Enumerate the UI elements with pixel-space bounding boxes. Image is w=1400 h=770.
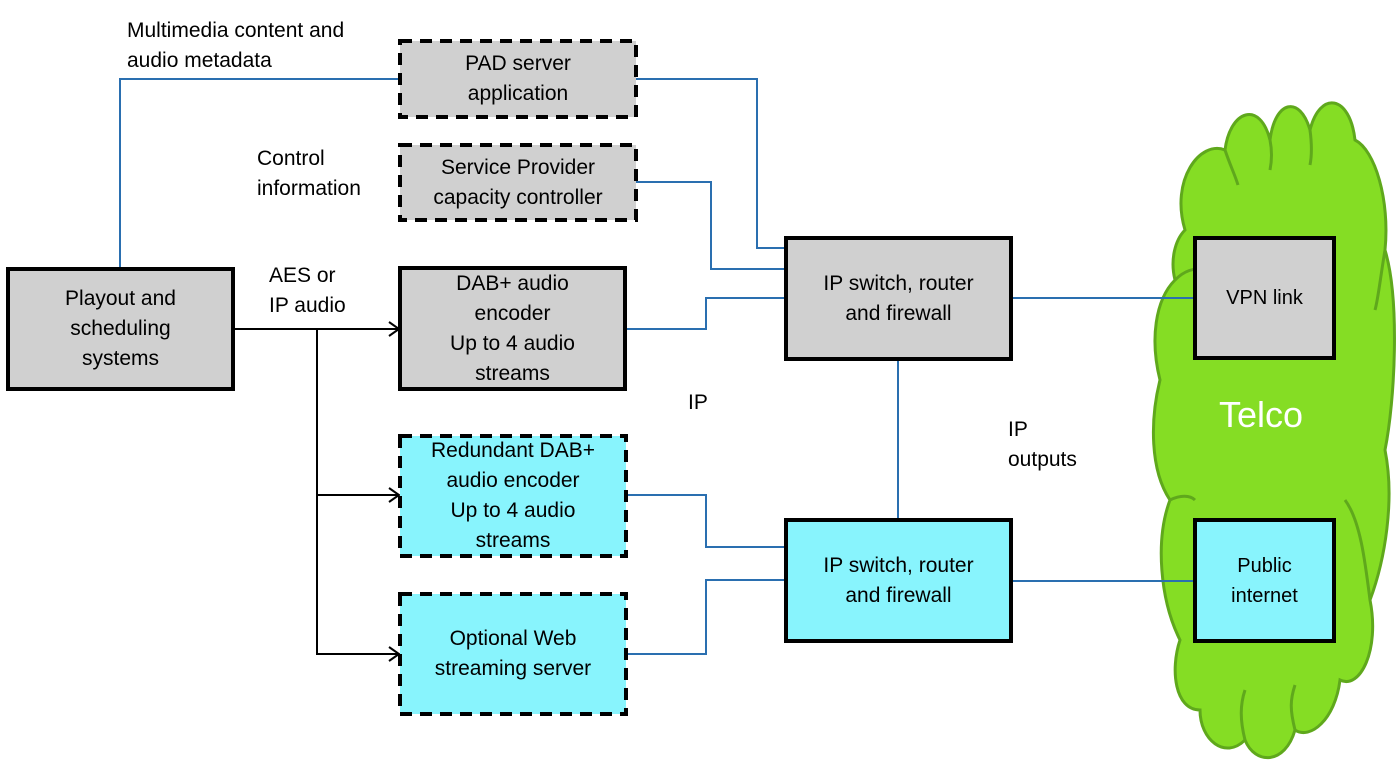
link-web-switch <box>626 579 786 655</box>
dab-encoder-box[interactable]: DAB+ audio encoder Up to 4 audio streams <box>398 266 627 391</box>
aes-label: AES or IP audio <box>269 264 346 317</box>
spcc-box[interactable]: Service Provider capacity controller <box>433 155 603 209</box>
link-pad-switch <box>636 78 786 249</box>
ip-switch-main-box[interactable]: IP switch, router and firewall <box>784 236 1013 361</box>
web-box-border <box>398 592 628 716</box>
pad-server-box[interactable]: PAD server application <box>465 52 571 105</box>
multimedia-label: Multimedia content and audio metadata <box>127 19 345 72</box>
control-label: Control information <box>257 147 361 200</box>
link-encoder-switch <box>626 297 786 330</box>
redundant-box-border <box>398 434 628 558</box>
arrow-head-redundant <box>388 487 401 503</box>
telco-label: Telco <box>1219 394 1304 435</box>
pad-box-border <box>398 39 638 119</box>
link-redundant-switch <box>626 494 786 548</box>
audio-line-branch <box>316 329 398 655</box>
link-spcc-switch <box>636 181 786 270</box>
redundant-encoder-box[interactable]: Redundant DAB+ audio encoder Up to 4 aud… <box>430 439 596 552</box>
vpn-link-box[interactable]: VPN link <box>1193 236 1336 360</box>
public-internet-box[interactable]: Public internet <box>1193 518 1336 643</box>
web-streaming-box[interactable]: Optional Web streaming server <box>434 627 592 680</box>
spcc-box-border <box>398 143 638 222</box>
ip-outputs-label: IP outputs <box>1008 418 1077 471</box>
ip-label: IP <box>688 391 708 414</box>
link-playout-pad <box>119 78 400 268</box>
playout-box[interactable]: Playout and scheduling systems <box>6 267 235 391</box>
ip-switch-backup-box[interactable]: IP switch, router and firewall <box>784 518 1013 643</box>
